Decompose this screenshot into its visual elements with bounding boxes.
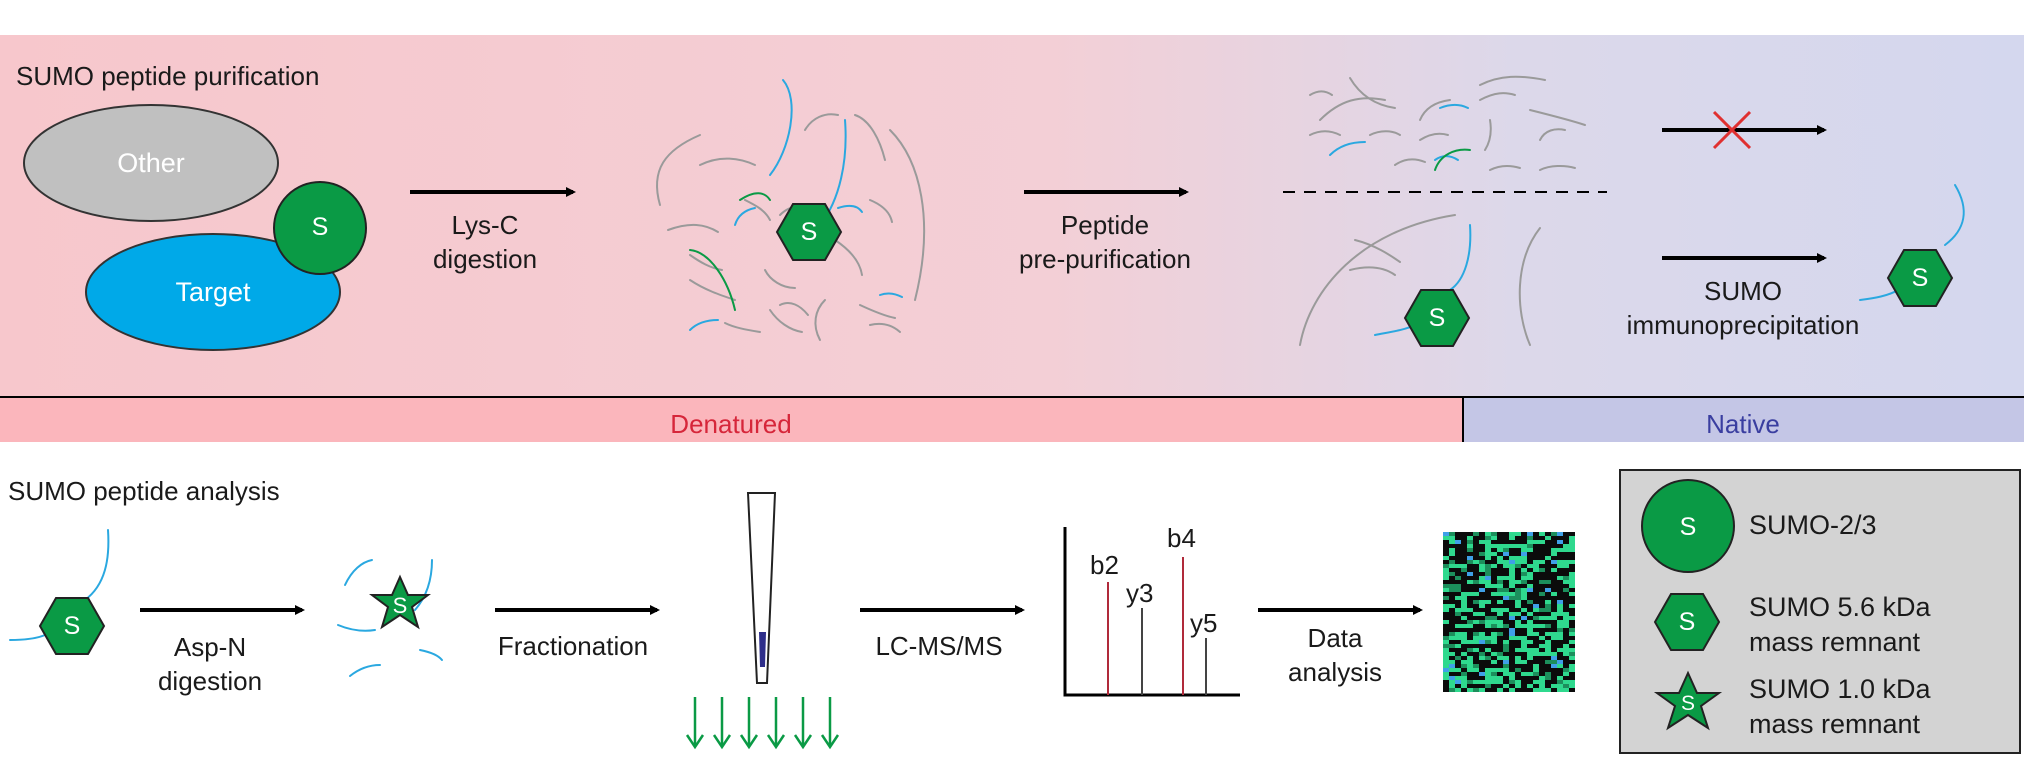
sumo-hexagon-ip <box>1886 249 1954 307</box>
sumo-star-analysis <box>369 574 431 630</box>
peptide-mixture-digest <box>655 79 926 341</box>
sumo-star-analysis-label: S <box>392 593 408 618</box>
sumo-hexagon-analysis <box>38 597 106 655</box>
lysc-label-line2: digestion <box>432 244 538 274</box>
ip-label-line1: SUMO <box>1704 276 1782 306</box>
peak-y3-label: y3 <box>1126 578 1154 608</box>
sumo-hexagon-digest <box>775 203 843 261</box>
prepurification-label-line1: Peptide <box>1060 210 1150 240</box>
purification-title: SUMO peptide purification <box>16 61 320 91</box>
legend-item-5kda-line1: SUMO 5.6 kDa <box>1749 592 1931 622</box>
lysc-label-line1: Lys-C <box>451 210 519 240</box>
aspn-products <box>337 559 443 677</box>
fractionation-label: Fractionation <box>497 631 649 661</box>
cross-mark-icon <box>1712 110 1752 150</box>
ms-spectrum <box>1063 527 1240 697</box>
other-label: Other <box>117 148 185 178</box>
denatured-band <box>0 398 1463 442</box>
aspn-label-line2: digestion <box>157 666 263 696</box>
legend-circle-glyph: S <box>1679 513 1697 541</box>
legend-item-1kda-line1: SUMO 1.0 kDa <box>1749 674 1931 704</box>
sumo-hexagon-filter-label: S <box>1428 304 1446 332</box>
native-band <box>1463 398 2024 442</box>
sumo-hexagon-analysis-label: S <box>63 612 81 640</box>
legend-hexagon-icon <box>1653 593 1721 651</box>
legend-star-icon <box>1653 670 1723 731</box>
stage-tip-icon <box>746 492 777 684</box>
peak-b2-label: b2 <box>1090 550 1119 580</box>
lcms-label: LC-MS/MS <box>875 631 1003 661</box>
aspn-label-line1: Asp-N <box>173 632 247 662</box>
heatmap-icon <box>1443 532 1575 692</box>
legend-star-glyph: S <box>1680 692 1696 715</box>
legend-item-sumo23: SUMO-2/3 <box>1749 510 1877 540</box>
legend-circle-icon <box>1641 479 1735 573</box>
peak-b4-label: b4 <box>1167 523 1196 553</box>
other-protein-ellipse <box>23 104 279 222</box>
target-label: Target <box>175 277 251 307</box>
sumo-circle-label: S <box>311 213 329 241</box>
denatured-label: Denatured <box>670 409 792 439</box>
target-protein-ellipse <box>85 233 341 351</box>
data-analysis-label-line2: analysis <box>1288 657 1382 687</box>
ip-label-line2: immunoprecipitation <box>1626 310 1860 340</box>
analysis-title: SUMO peptide analysis <box>8 476 280 506</box>
prepurification-label-line2: pre-purification <box>1019 244 1191 274</box>
peak-y5-label: y5 <box>1190 608 1218 638</box>
native-label: Native <box>1706 409 1780 439</box>
sumo-hexagon-digest-label: S <box>800 218 818 246</box>
sumo-hexagon-filter <box>1403 289 1471 347</box>
fraction-arrows-icon <box>685 697 840 750</box>
data-analysis-label-line1: Data <box>1307 623 1363 653</box>
legend-hexagon-glyph: S <box>1678 608 1696 636</box>
legend-item-1kda-line2: mass remnant <box>1749 709 1921 739</box>
filtered-peptides <box>1309 75 1586 171</box>
analysis-input-peptide <box>9 529 110 641</box>
sumo-hexagon-ip-label: S <box>1911 264 1929 292</box>
sumo-circle <box>273 181 367 275</box>
legend-item-5kda-line2: mass remnant <box>1749 627 1921 657</box>
